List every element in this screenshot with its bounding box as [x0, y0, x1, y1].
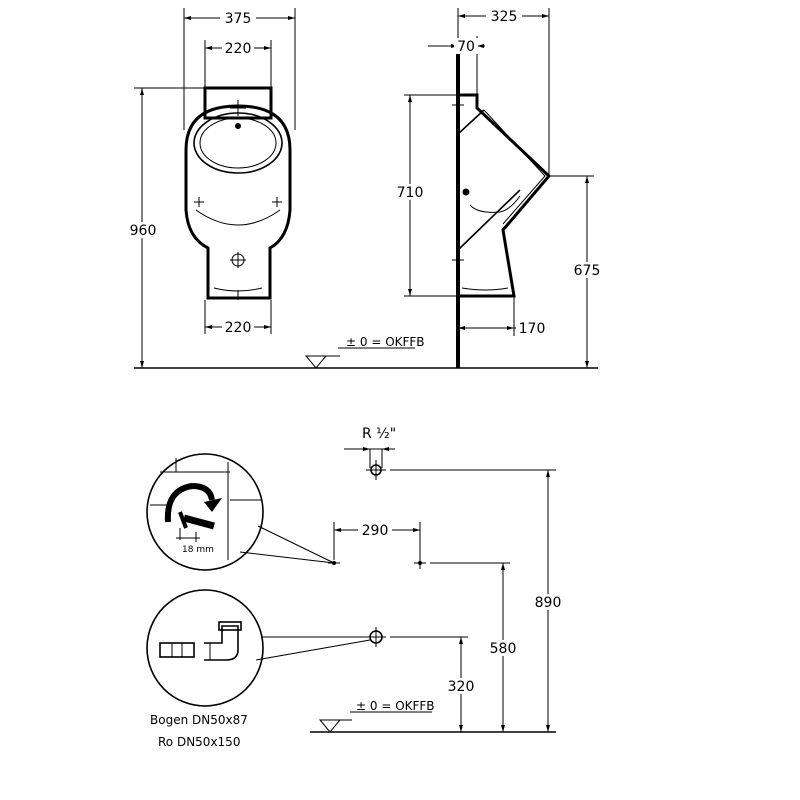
front-view: 375 220 2	[128, 8, 296, 368]
detail-pipe-label-2: Ro DN50x150	[158, 735, 240, 749]
floor-reference-bottom: ± 0 = OKFFB	[318, 699, 435, 733]
dim-front-width-total: 375	[225, 11, 252, 27]
detail-pipe-label-1: Bogen DN50x87	[150, 713, 248, 727]
floor-reference-label-bottom: ± 0 = OKFFB	[356, 699, 435, 713]
detail-screw-label: 18 mm	[182, 545, 214, 555]
fixing-point-right	[414, 557, 426, 569]
dim-side-offset-top: 70	[457, 39, 475, 55]
detail-screw: 18 mm	[146, 453, 335, 571]
dim-front-width-top: 220	[225, 41, 252, 57]
detail-pipe: Bogen DN50x87 Ro DN50x150	[146, 589, 371, 749]
supply-thread-label: R ½"	[362, 426, 396, 442]
dim-side-offset-bottom: 170	[519, 321, 546, 337]
dim-front-width-bottom: 220	[225, 320, 252, 336]
dim-side-height-inner: 710	[397, 185, 424, 201]
dim-side-height-outlet: 675	[574, 263, 601, 279]
dim-height-fixing: 580	[490, 641, 517, 657]
dim-spacing: 290	[362, 523, 389, 539]
install-plan: R ½" 890 290	[328, 426, 564, 732]
dim-height-drain: 320	[448, 679, 475, 695]
dim-front-height-total: 960	[130, 223, 157, 239]
floor-reference-label-top: ± 0 = OKFFB	[346, 335, 425, 349]
dim-height-supply: 890	[535, 595, 562, 611]
side-view: 325 70 710 675	[396, 8, 602, 368]
floor-reference-top: ± 0 = OKFFB	[304, 335, 425, 369]
dim-side-depth-total: 325	[491, 9, 518, 25]
